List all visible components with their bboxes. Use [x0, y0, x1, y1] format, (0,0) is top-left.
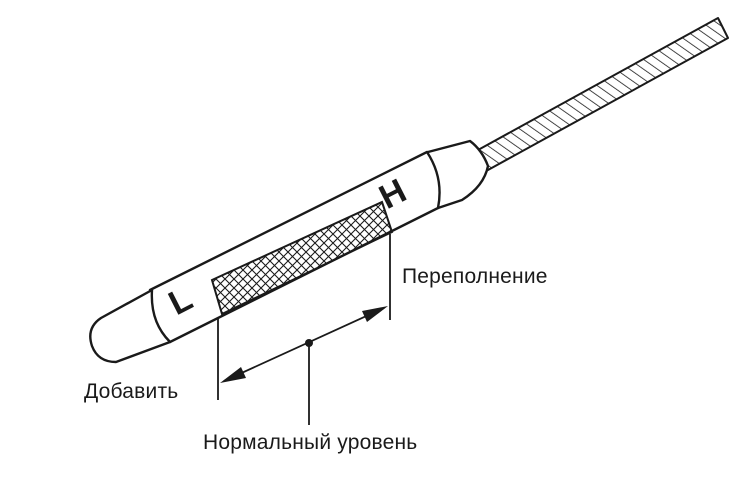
dipstick-wire — [477, 17, 729, 171]
normal-level-label: Нормальный уровень — [203, 431, 418, 454]
overfill-label: Переполнение — [402, 265, 548, 288]
add-label: Добавить — [84, 380, 179, 403]
normal-range-zone — [210, 200, 394, 316]
dipstick-tip — [89, 288, 172, 364]
normal-range-arrow — [220, 306, 388, 383]
